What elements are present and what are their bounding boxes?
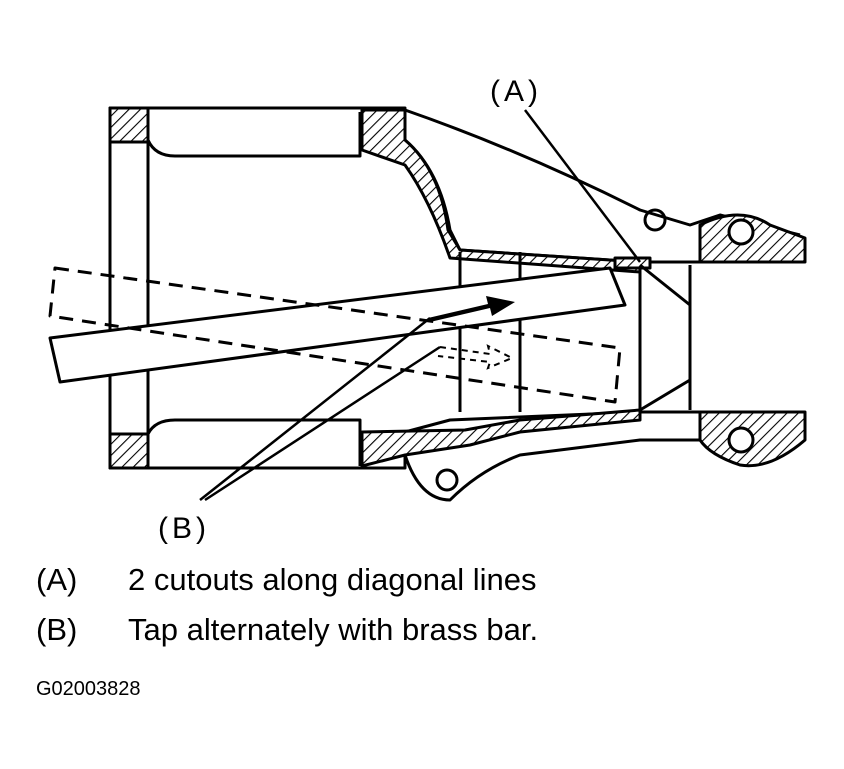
housing-bottom-hatch [360, 408, 642, 468]
legend-key-a: (A) [36, 562, 78, 597]
solid-bar [48, 266, 627, 384]
callout-b: (B) [158, 512, 210, 545]
leader-b2 [204, 345, 441, 502]
legend-text-a: 2 cutouts along diagonal lines [128, 562, 537, 597]
legend-text-b: Tap alternately with brass bar. [128, 612, 539, 647]
leader-a [524, 109, 641, 263]
top-boss-hole [643, 208, 667, 232]
leader-b1 [199, 317, 431, 501]
housing-top-left-block [108, 106, 150, 144]
housing-bottom-outer [403, 438, 700, 502]
tap-arrow-dashed [437, 344, 515, 370]
figure-code: G02003828 [36, 678, 141, 700]
top-bolt-hole [727, 218, 755, 246]
housing-bottom-wall [148, 410, 800, 470]
bottom-bolt-hole [727, 426, 755, 454]
bottom-boss-hole [435, 468, 459, 492]
housing-top-inner [146, 112, 362, 158]
inner-seal [458, 252, 692, 412]
housing-left-frame [108, 106, 150, 470]
cutout-a [613, 256, 652, 270]
housing-outer-curve [404, 108, 801, 237]
cone-lines [639, 263, 691, 412]
legend-item-b: (B) Tap alternately with brass bar. [36, 612, 538, 648]
tap-arrow-solid [428, 296, 515, 322]
legend-item-a: (A) 2 cutouts along diagonal lines [36, 562, 536, 598]
housing-bottom-inner [146, 418, 362, 466]
legend-key-b: (B) [36, 612, 78, 647]
callout-a: (A) [490, 75, 542, 108]
housing-bottom-left-block [108, 432, 150, 470]
